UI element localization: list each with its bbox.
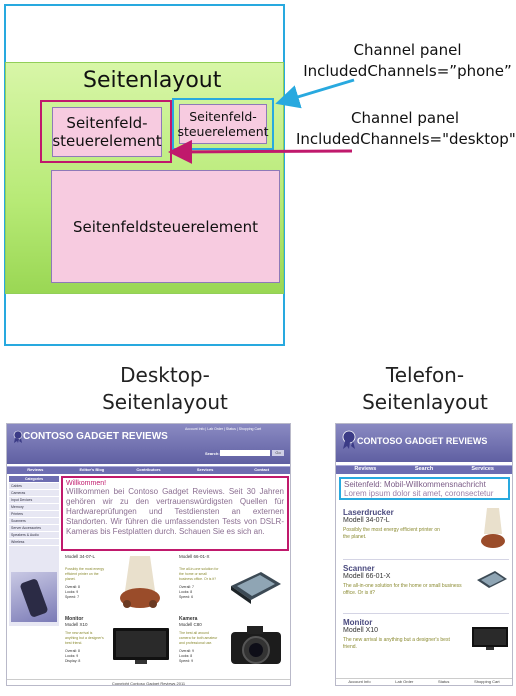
category-item[interactable]: Scanners [9,518,59,525]
page-field-control-c: Seitenfeldsteuerelement [51,170,280,283]
product-desc: The all-in-one solution for the home or … [343,583,462,596]
product-desc: Possibly the most energy efficient print… [65,567,105,581]
product-ratings: Overall: 9 Looks: 8 Speed: 9 [179,649,194,663]
category-item[interactable]: Wireless [9,539,59,546]
camera-image [227,622,285,670]
product-desc: The best all around camera for both amat… [179,631,218,645]
desktop-arrow [168,139,353,164]
category-item[interactable]: Server Accessories [9,525,59,532]
desktop-nav-contributors[interactable]: Contributors [136,467,161,472]
category-item[interactable]: Memory [9,504,59,511]
award-ribbon-icon [13,429,23,443]
page-field-control-b: Seitenfeld- steuerelement [177,104,269,144]
desktop-layout-caption: Desktop- Seitenlayout [102,363,228,414]
phone-panel-title: Seitenfeld: Mobil-Willkommensnachricht [344,480,486,489]
phone-arrow [275,78,355,109]
page-field-control-a: Seitenfeld- steuerelement [52,107,162,157]
phone-footer-link[interactable]: Lab Order [395,679,414,684]
desktop-header: CONTOSO GADGET REVIEWS Account Info | La… [7,424,290,464]
product-title: Scanner [343,564,375,573]
phone-nav: Reviews Search Services [336,465,512,474]
product-title: Kamera [179,616,198,622]
desktop-search-label: Search: [205,451,220,456]
desktop-panel-annotation: Channel panel IncludedChannels="desktop" [296,109,516,148]
desktop-nav: Reviews Editor's Blog Contributors Servi… [7,466,290,474]
phone-nav-reviews[interactable]: Reviews [354,466,377,472]
phone-product-item[interactable]: Monitor Modell X10 The new arrival is an… [343,618,509,670]
phone-channel-panel-outline [172,98,274,150]
categories-header: Categories [9,476,59,483]
desktop-nav-reviews[interactable]: Reviews [27,467,44,472]
desktop-channel-panel-outline [40,100,172,163]
category-item[interactable]: Printers [9,511,59,518]
desktop-logo: CONTOSO GADGET REVIEWS [23,431,168,442]
desktop-page-mockup: CONTOSO GADGET REVIEWS Account Info | La… [6,423,291,686]
product-title: Laserdrucker [343,508,394,517]
desktop-welcome-panel: Willkommen! Willkommen bei Contoso Gadge… [61,476,289,551]
desktop-nav-blog[interactable]: Editor's Blog [79,467,105,472]
product-ratings: Overall: 8 Looks: 9 Speed: 7 [65,585,80,599]
product-ratings: Overall: 8 Looks: 9 Display: 8 [65,649,81,663]
phone-footer-link[interactable]: Account Info [348,679,371,684]
desktop-footer: Copyright Contoso Gadget Reviews 2011 [7,679,290,685]
phone-nav-services[interactable]: Services [471,466,494,472]
desktop-category-sidebar: Categories Cables Cameras Input Devices … [9,476,59,626]
product-model: Modell 34-07-L [343,517,390,524]
scanner-image [227,566,283,606]
desktop-search-input[interactable] [220,450,270,456]
printer-image [115,556,165,611]
phone-header: CONTOSO GADGET REVIEWS [336,424,512,462]
product-model: Modell C80 [179,622,202,627]
product-desc: The new arrival is anything but a design… [65,631,104,645]
category-item[interactable]: Speakers & Audio [9,532,59,539]
product-desc: The all-in-one solution for the home or … [179,567,219,581]
award-ribbon-icon [342,430,356,454]
phone-page-mockup: CONTOSO GADGET REVIEWS Reviews Search Se… [335,423,513,686]
product-title: Monitor [65,616,84,622]
phone-nav-search[interactable]: Search [414,466,434,472]
desktop-product-card: Monitor Modell X10 The new arrival is an… [65,616,175,676]
phone-footer-link[interactable]: Status [438,679,450,684]
annotation-arrows [168,78,355,164]
printer-image [479,508,507,554]
monitor-image [111,626,171,666]
layout-title: Seitenlayout [83,68,222,93]
phone-product-item[interactable]: Scanner Modell 66-01-X The all-in-one so… [343,564,509,614]
phone-product-image [11,572,57,622]
desktop-nav-services[interactable]: Services [196,467,214,472]
desktop-top-links[interactable]: Account Info | Lab Order | Status | Shop… [185,427,262,431]
desktop-nav-contact[interactable]: Contact [254,467,270,472]
product-model: Modell X10 [65,622,88,627]
product-model: Modell 66-01-X [343,573,391,580]
desktop-product-card: Modell 66-01-X The all-in-one solution f… [179,554,289,614]
category-item[interactable]: Cameras [9,490,59,497]
monitor-image [471,626,509,652]
phone-panel-text: Lorem ipsum dolor sit amet, coronsectetu… [344,489,494,498]
welcome-text: Willkommen bei Contoso Gadget Reviews. S… [66,487,284,536]
product-model: Modell X10 [343,627,379,634]
product-model: Modell 66-01-X [179,554,210,559]
product-ratings: Overall: 7 Looks: 8 Speed: 6 [179,585,194,599]
phone-welcome-panel: Seitenfeld: Mobil-Willkommensnachricht L… [339,477,510,500]
scanner-image [475,568,509,592]
phone-footer-link[interactable]: Shopping Cart [474,679,500,684]
category-item[interactable]: Cables [9,483,59,490]
category-item[interactable]: Input Devices [9,497,59,504]
phone-footer: Account Info Lab Order Status Shopping C… [336,678,512,685]
desktop-search-button[interactable]: Go [272,450,284,456]
product-model: Modell 34-07-L [65,554,96,559]
phone-product-item[interactable]: Laserdrucker Modell 34-07-L Possibly the… [343,508,509,560]
desktop-product-card: Modell 34-07-L Possibly the most energy … [65,554,175,614]
phone-layout-caption: Telefon- Seitenlayout [362,363,488,414]
product-desc: Possibly the most energy efficient print… [343,527,440,540]
phone-logo: CONTOSO GADGET REVIEWS [357,436,488,446]
product-title: Monitor [343,618,373,627]
product-desc: The new arrival is anything but a design… [343,637,450,650]
phone-panel-annotation: Channel panel IncludedChannels=”phone” [303,41,512,80]
welcome-title: Willkommen! [66,480,107,487]
desktop-product-card: Kamera Modell C80 The best all around ca… [179,616,289,676]
